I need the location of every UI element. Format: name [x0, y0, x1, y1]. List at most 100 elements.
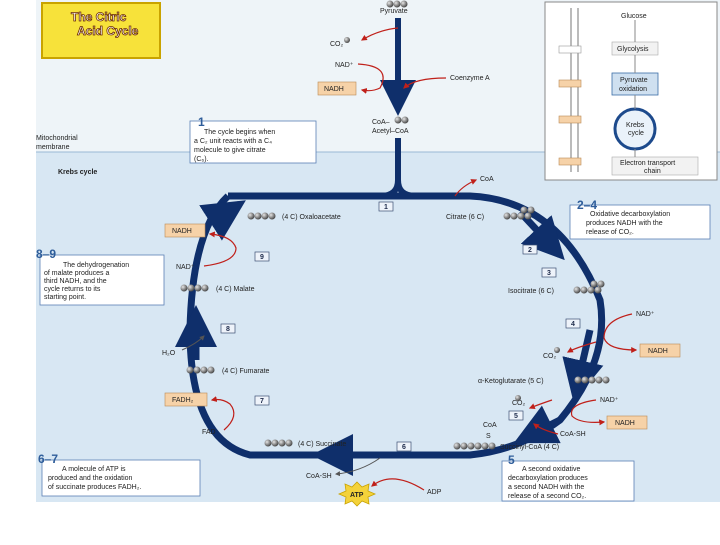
citrate-label: Citrate (6 C) [446, 214, 484, 221]
oxaloacetate-label: (4 C) Oxaloacetate [282, 214, 341, 221]
atp-starburst: ATP [337, 481, 377, 507]
svg-text:of succinate produces FADH₂.: of succinate produces FADH₂. [48, 484, 141, 491]
nadh-9-label: NADH [172, 228, 192, 235]
note-8-9: 8–9 The dehydrogenation of malate produc… [36, 247, 165, 306]
nadh-9-box [164, 223, 206, 238]
svg-text:Pyruvate: Pyruvate [620, 77, 648, 84]
fad-label: FAD [202, 429, 216, 436]
ketoglutarate-label: α-Ketoglutarate (5 C) [478, 378, 544, 385]
svg-text:molecule to give citrate: molecule to give citrate [194, 147, 266, 154]
svg-text:decarboxylation produces: decarboxylation produces [508, 475, 588, 482]
step-6-box: 6 [396, 441, 412, 452]
svg-text:A second oxidative: A second oxidative [522, 466, 580, 473]
nadh-5-label: NADH [615, 420, 635, 427]
fadh2-label: FADH₂ [172, 397, 194, 404]
nad-9-label: NAD⁺ [176, 264, 195, 271]
coa-release-arrow [454, 179, 478, 197]
co2-4-label: CO₂ [543, 353, 557, 360]
coa-sh-6-label: CoA-SH [306, 473, 332, 480]
svg-text:5: 5 [514, 413, 518, 420]
nadh-5-arrow [570, 399, 606, 426]
svg-text:9: 9 [260, 254, 264, 261]
svg-text:Glucose: Glucose [621, 13, 647, 20]
succinate-label: (4 C) Succinate [298, 441, 346, 448]
coa-side-label: CoA [483, 422, 497, 429]
co2-top-label: CO₂ [330, 41, 344, 48]
svg-text:Krebs: Krebs [626, 122, 645, 129]
s-side-label: S [486, 433, 491, 440]
isocitrate-label: Isocitrate (6 C) [508, 288, 554, 295]
svg-text:7: 7 [260, 398, 264, 405]
nadh-4-arrow [603, 313, 638, 353]
svg-text:release of a second CO₂.: release of a second CO₂. [508, 493, 586, 500]
fadh2-box [164, 392, 208, 407]
succinyl-coa-label: Succinyl-CoA (4 C) [500, 444, 559, 451]
step-5-box: 5 [508, 410, 524, 421]
svg-text:6–7: 6–7 [38, 452, 58, 466]
nadh-top-box [317, 81, 357, 96]
succinate-molecule [264, 439, 293, 447]
ring-arrow-9 [199, 200, 246, 241]
co2-5-arrow [528, 399, 553, 410]
svg-text:8: 8 [226, 326, 230, 333]
svg-text:produced and the oxidation: produced and the oxidation [48, 475, 133, 482]
svg-text:4: 4 [571, 321, 575, 328]
svg-text:produces NADH with the: produces NADH with the [586, 220, 663, 227]
coa-sh-5-label: CoA-SH [560, 431, 586, 438]
pyruvate-molecule [386, 0, 408, 8]
co2-5-label: CO₂ [512, 400, 526, 407]
nadh-4-label: NADH [648, 348, 668, 355]
svg-text:Glycolysis: Glycolysis [617, 46, 649, 53]
overview-inset: Glucose Glycolysis Pyruvate oxidation Kr… [544, 1, 718, 181]
svg-text:The cycle begins when: The cycle begins when [204, 129, 275, 136]
citrate-molecule [503, 206, 535, 220]
nadh-4-box [639, 343, 681, 358]
svg-text:5: 5 [508, 453, 515, 467]
co2-4-arrow [566, 341, 597, 353]
svg-text:starting point.: starting point. [44, 294, 86, 301]
co2-4-molecule [554, 347, 560, 353]
adp-label: ADP [427, 489, 442, 496]
svg-text:third NADH, and the: third NADH, and the [44, 278, 107, 285]
svg-text:A molecule of ATP is: A molecule of ATP is [62, 466, 126, 473]
co2-5-molecule [515, 395, 521, 401]
svg-text:release of CO₂.: release of CO₂. [586, 229, 634, 236]
membrane-label-2: membrane [36, 144, 70, 151]
svg-text:chain: chain [644, 168, 661, 175]
note-6-7: 6–7 A molecule of ATP is produced and th… [38, 452, 201, 497]
svg-text:Oxidative decarboxylation: Oxidative decarboxylation [590, 211, 670, 218]
nadh-top-label: NADH [324, 86, 344, 93]
note-5: 5 A second oxidative decarboxylation pro… [501, 453, 635, 502]
svg-text:8–9: 8–9 [36, 247, 56, 261]
title-line-1: The Citric [71, 10, 127, 24]
h2o-label: H₂O [162, 350, 176, 357]
step-4-box: 4 [565, 318, 581, 329]
nadh-9-arrow [203, 231, 237, 267]
membrane-label-1: Mitochondrial [36, 135, 78, 142]
step-1-box: 1 [378, 201, 394, 212]
svg-text:Electron transport: Electron transport [620, 160, 675, 167]
step-7-box: 7 [254, 395, 270, 406]
coa-sh-6-arrow [335, 457, 381, 477]
co2-top-molecule [344, 37, 350, 43]
svg-text:a C₂ unit reacts with a C₄: a C₂ unit reacts with a C₄ [194, 138, 272, 145]
nad-top-label: NAD⁺ [335, 62, 354, 69]
step-3-box: 3 [541, 267, 557, 278]
svg-text:6: 6 [402, 444, 406, 451]
title-line-2: Acid Cycle [77, 24, 139, 38]
ring-arrow-4 [562, 329, 604, 402]
acetyl-coa-label: Acetyl–CoA [372, 128, 409, 135]
atp-label: ATP [350, 492, 364, 499]
note-1: 1 The cycle begins when a C₂ unit reacts… [189, 115, 317, 164]
fadh2-arrow [210, 396, 235, 431]
nad-4-label: NAD⁺ [636, 311, 655, 318]
coa-label: CoA– [372, 119, 390, 126]
title-badge: The Citric Acid Cycle [41, 2, 161, 59]
nadh-5-box [606, 415, 648, 430]
succinyl-coa-molecule [453, 442, 496, 450]
svg-text:cycle: cycle [628, 130, 644, 137]
pyruvate-label: Pyruvate [380, 8, 408, 15]
coenzyme-a-label: Coenzyme A [450, 75, 490, 82]
